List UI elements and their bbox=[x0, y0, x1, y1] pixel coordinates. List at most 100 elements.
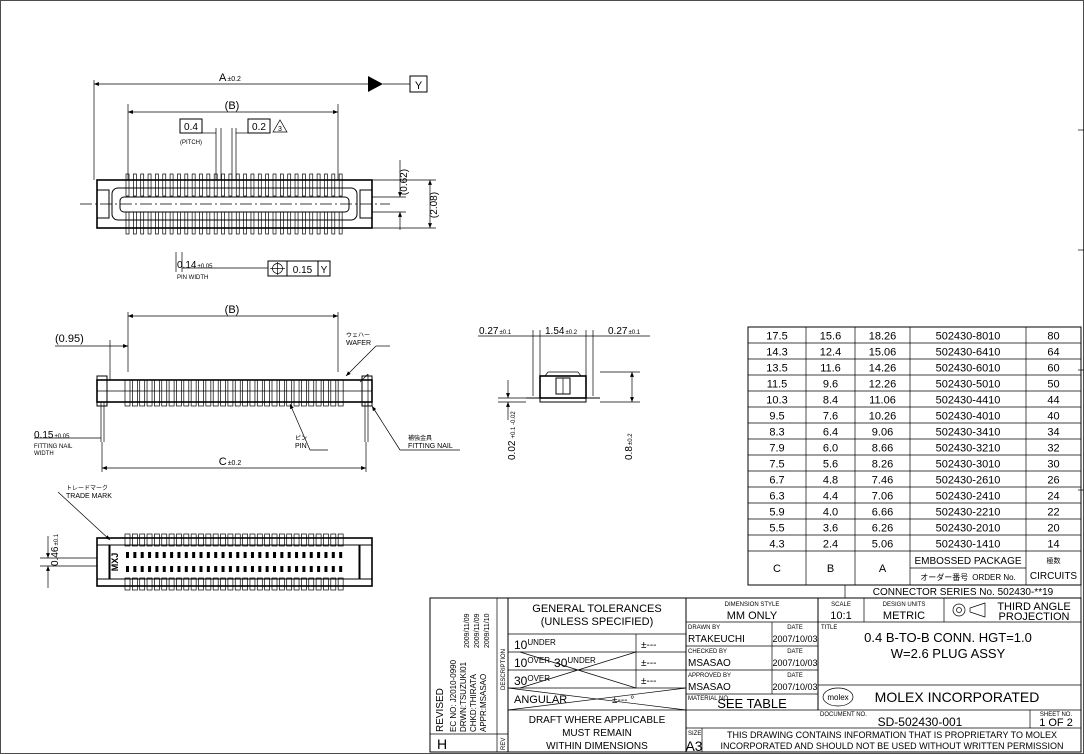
bottom-view-pin-bottom bbox=[212, 577, 219, 591]
top-pin bbox=[140, 173, 145, 197]
bottom-view-pin-top bbox=[124, 533, 131, 547]
bottom-view-contact bbox=[236, 566, 240, 572]
table-cell: 7.6 bbox=[823, 411, 838, 423]
bottom-view-contact bbox=[133, 552, 137, 558]
pin-width: 0.14±0.05 bbox=[177, 260, 213, 271]
top-pin bbox=[184, 173, 189, 197]
bottom-view-contact bbox=[331, 552, 335, 558]
top-pin bbox=[206, 173, 211, 197]
table-cell: 4.0 bbox=[823, 507, 838, 519]
table-cell: 11.6 bbox=[820, 363, 841, 375]
bottom-view-pin-bottom bbox=[301, 577, 307, 591]
gap-value: 0.2 bbox=[252, 122, 266, 133]
checked-by: MSASAO bbox=[688, 658, 731, 669]
revision-mark: 3 bbox=[278, 126, 282, 133]
table-cell: 34 bbox=[1047, 427, 1059, 439]
top-pin bbox=[199, 173, 203, 197]
bottom-view-pin-bottom bbox=[242, 577, 248, 591]
bottom-pin bbox=[250, 211, 255, 235]
bottom-view-pin-bottom bbox=[146, 577, 153, 591]
bottom-pin bbox=[331, 211, 336, 235]
side-pin bbox=[139, 379, 146, 407]
side-pin bbox=[146, 379, 153, 407]
table-cell: 6.66 bbox=[872, 507, 893, 519]
title-block: REVISED EC NO: J2010-0990 DRWN:TSUZUKI01… bbox=[429, 597, 1082, 754]
top-pin bbox=[155, 173, 159, 197]
table-cell: 5.9 bbox=[769, 507, 784, 519]
drawn-by: RTAKEUCHI bbox=[688, 634, 745, 645]
bottom-pin bbox=[228, 211, 233, 235]
top-pin bbox=[250, 173, 255, 197]
bottom-view-pin-bottom bbox=[286, 577, 293, 591]
pin-width-label: PIN WIDTH bbox=[177, 275, 208, 281]
bottom-view-pin-bottom bbox=[190, 577, 197, 591]
bottom-pin bbox=[324, 211, 328, 235]
top-pin bbox=[294, 173, 299, 197]
trademark-label-jp: トレードマーク bbox=[66, 485, 108, 492]
side-dim-095: (0.95) bbox=[55, 333, 84, 345]
bottom-pin bbox=[133, 211, 137, 235]
projection-cone-icon bbox=[969, 602, 986, 618]
table-cell: 8.66 bbox=[872, 443, 893, 455]
bottom-view-contact bbox=[170, 552, 174, 558]
bottom-view-contact bbox=[295, 566, 299, 572]
table-cell: 502430-3410 bbox=[936, 427, 1001, 439]
bottom-view-contact bbox=[126, 566, 129, 572]
table-cell: 15.6 bbox=[820, 331, 841, 343]
table-cell: 502430-8010 bbox=[936, 331, 1001, 343]
table-cell: 18.26 bbox=[869, 331, 897, 343]
tol-val-3: ±--- bbox=[641, 676, 656, 687]
bottom-pin bbox=[302, 211, 306, 235]
bottom-view-pin-top bbox=[315, 533, 322, 547]
bottom-view-contact bbox=[177, 552, 181, 558]
bottom-pin bbox=[199, 211, 203, 235]
bottom-view-pins bbox=[124, 533, 344, 591]
bottom-view-pin-top bbox=[220, 533, 226, 547]
tol-val-1: ±--- bbox=[641, 640, 656, 651]
head-c: C bbox=[773, 563, 781, 575]
pitch-label: (PITCH) bbox=[180, 140, 202, 146]
top-pin bbox=[324, 173, 328, 197]
bottom-pin bbox=[287, 211, 292, 235]
top-pin bbox=[125, 173, 130, 197]
table-cell: 14.3 bbox=[766, 347, 787, 359]
bottom-view-contact bbox=[155, 552, 159, 558]
top-pin bbox=[316, 173, 321, 197]
end-dim-mid: 1.54±0.2 bbox=[545, 326, 578, 337]
bottom-pin bbox=[206, 211, 211, 235]
table-cell: 30 bbox=[1047, 459, 1059, 471]
tol-row-1: 10UNDER bbox=[514, 638, 556, 652]
bottom-view-contact bbox=[265, 552, 269, 558]
bottom-view-pin-bottom bbox=[279, 577, 285, 591]
bottom-view-contact bbox=[250, 552, 254, 558]
bottom-pin bbox=[338, 211, 343, 235]
bottom-view-contact bbox=[258, 552, 262, 558]
bottom-view-contact bbox=[199, 566, 203, 572]
side-pin bbox=[315, 379, 322, 407]
nail-label-jp: 補強金具 bbox=[408, 434, 432, 442]
bottom-view-pin-top bbox=[146, 533, 153, 547]
table-cell: 2.4 bbox=[823, 539, 838, 551]
table-cell: 6.4 bbox=[823, 427, 838, 439]
bottom-view-contact bbox=[258, 566, 262, 572]
bottom-view-contact bbox=[339, 566, 343, 572]
table-cell: 502430-2410 bbox=[936, 491, 1001, 503]
rev-ec-no: EC NO: J2010-0990 bbox=[449, 659, 458, 732]
drawn-by-label: DRAWN BY bbox=[688, 625, 720, 631]
top-pin bbox=[213, 173, 218, 197]
bottom-view-pin-bottom bbox=[308, 577, 315, 591]
bottom-pin bbox=[309, 211, 314, 235]
table-cell: 7.9 bbox=[769, 443, 784, 455]
bottom-view-pin-top bbox=[286, 533, 293, 547]
bottom-view-contact bbox=[170, 566, 174, 572]
top-pin bbox=[228, 173, 233, 197]
size: A3 bbox=[685, 738, 702, 754]
bottom-pin bbox=[140, 211, 145, 235]
side-pin bbox=[124, 379, 131, 407]
bottom-pin bbox=[221, 211, 225, 235]
bottom-view-contact bbox=[155, 566, 159, 572]
bottom-view-pin-top bbox=[264, 533, 270, 547]
side-pin bbox=[176, 379, 182, 407]
table-cell: 64 bbox=[1047, 347, 1059, 359]
trademark-label: TRADE MARK bbox=[66, 493, 112, 500]
